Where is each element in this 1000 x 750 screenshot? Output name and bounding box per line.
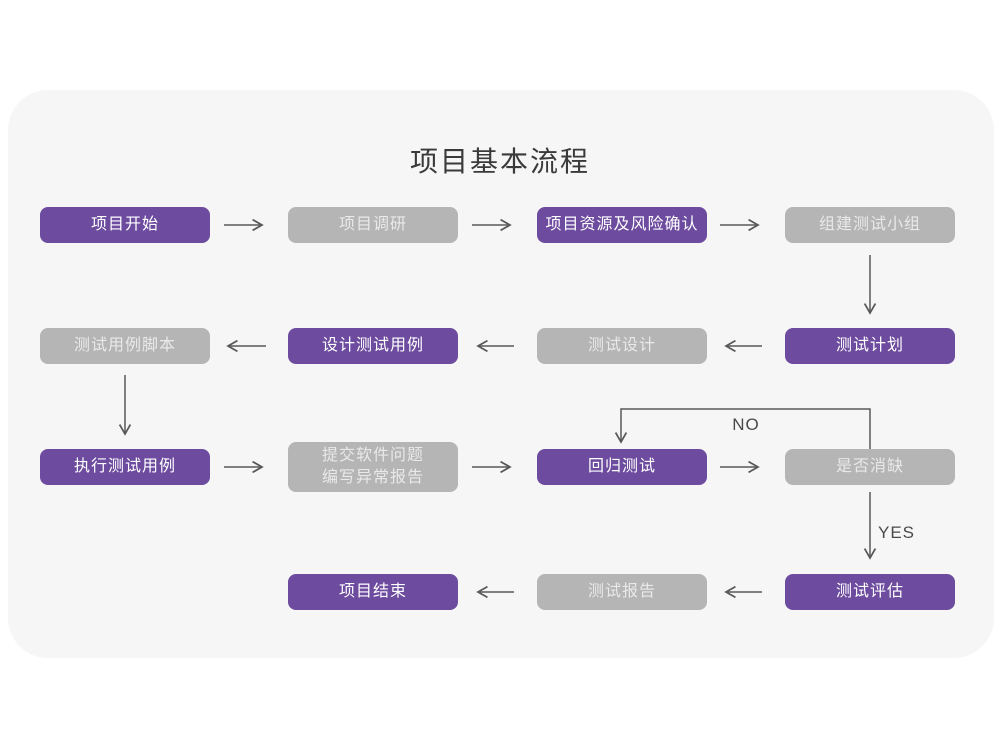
node-test-report: 测试报告 [537, 574, 707, 610]
card-background [8, 90, 994, 658]
node-submit-issues: 提交软件问题 编写异常报告 [288, 442, 458, 492]
node-execute-cases: 执行测试用例 [40, 449, 210, 485]
node-project-start: 项目开始 [40, 207, 210, 243]
node-regression-test: 回归测试 [537, 449, 707, 485]
yes-edge-label: YES [878, 523, 916, 542]
node-project-research: 项目调研 [288, 207, 458, 243]
node-test-evaluation: 测试评估 [785, 574, 955, 610]
node-build-team: 组建测试小组 [785, 207, 955, 243]
node-project-end: 项目结束 [288, 574, 458, 610]
node-test-plan: 测试计划 [785, 328, 955, 364]
node-design-cases: 设计测试用例 [288, 328, 458, 364]
node-resource-risk: 项目资源及风险确认 [537, 207, 707, 243]
node-defect-cleared: 是否消缺 [785, 449, 955, 485]
arrow-no-loop [614, 408, 871, 449]
node-case-scripts: 测试用例脚本 [40, 328, 210, 364]
page-title: 项目基本流程 [409, 146, 590, 177]
no-edge-label: NO [732, 415, 760, 434]
node-test-design: 测试设计 [537, 328, 707, 364]
